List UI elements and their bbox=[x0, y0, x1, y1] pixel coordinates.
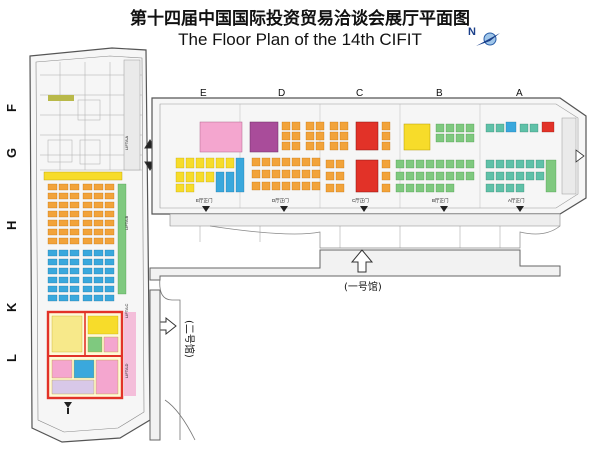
hall1-entrance-arrows bbox=[202, 149, 585, 212]
hall2-booths bbox=[43, 171, 136, 400]
hall1-entrance-arrow bbox=[350, 249, 374, 273]
entrance-label-c: C厅正门 bbox=[352, 197, 369, 204]
entrance-label-a: A厅正门 bbox=[508, 197, 525, 204]
entrance-label-d: D厅正门 bbox=[272, 197, 289, 204]
hall1-section-d: D bbox=[278, 88, 285, 99]
hall1-section-a: A bbox=[516, 88, 523, 99]
hall2-section-labels: F G H K L bbox=[4, 104, 19, 362]
compass: N bbox=[468, 24, 504, 54]
hall1-section-labels: E D C B A bbox=[200, 88, 523, 99]
hall2-label: (二号馆) bbox=[183, 320, 196, 358]
hall2-section-f: F bbox=[4, 104, 19, 112]
hall1-booths bbox=[175, 121, 557, 193]
hall1-section-e: E bbox=[200, 88, 207, 99]
entrance-label-b: B厅正门 bbox=[432, 197, 449, 204]
hall1-label: (一号馆) bbox=[344, 280, 382, 293]
hall2-corridor-labels: LIFT/LA LIFT/LB LIFT/LC LIFT/LD bbox=[124, 135, 129, 378]
map-title-cn: 第十四届中国国际投资贸易洽谈会展厅平面图 bbox=[130, 9, 470, 29]
north-arrow-icon bbox=[476, 32, 500, 46]
hall1-section-b: B bbox=[436, 88, 443, 99]
corridor-label: LIFT/LD bbox=[124, 363, 129, 378]
hall2-section-g: G bbox=[4, 148, 19, 158]
hall2-section-l: L bbox=[4, 354, 19, 362]
hall2-section-h: H bbox=[4, 221, 19, 230]
hall1-section-c: C bbox=[356, 88, 363, 99]
map-title-en: The Floor Plan of the 14th CIFIT bbox=[178, 30, 422, 49]
corridor-label: LIFT/LB bbox=[124, 215, 129, 230]
corridor-label: LIFT/LC bbox=[124, 303, 129, 318]
hall2-section-k: K bbox=[4, 302, 19, 312]
hall1-entrance-labels: E厅正门 D厅正门 C厅正门 B厅正门 A厅正门 bbox=[196, 197, 525, 204]
corridor-label: LIFT/LA bbox=[124, 135, 129, 150]
compass-label: N bbox=[468, 26, 476, 38]
walkway bbox=[149, 249, 561, 441]
entrance-label-e: E厅正门 bbox=[196, 197, 213, 204]
